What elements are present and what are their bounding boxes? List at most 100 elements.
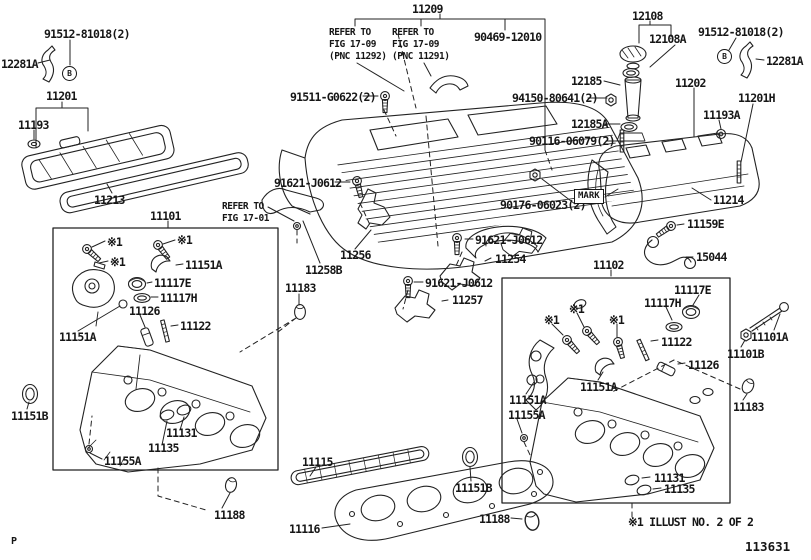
refer-note-fig1709-pnc11291: REFER TO FIG 17-09 (PNC 11291) bbox=[392, 27, 450, 62]
bolt-91511 bbox=[380, 91, 390, 114]
clamp-11151a-left bbox=[150, 254, 171, 273]
callout-91621-j0612-b: 91621-J0612 bbox=[475, 233, 543, 247]
seal-11117h-left bbox=[133, 293, 151, 303]
callout-11202: 11202 bbox=[675, 76, 706, 90]
callout-11151b-right: 11151B bbox=[455, 481, 493, 495]
callout-11101: 11101 bbox=[150, 209, 181, 223]
callout-12281a-left: 12281A bbox=[1, 57, 39, 71]
bracket-11256 bbox=[357, 188, 391, 230]
plug-11131-right bbox=[624, 474, 640, 486]
callout-11193a: 11193A bbox=[703, 108, 741, 122]
plug-11135-left bbox=[159, 409, 175, 421]
stud-11122-right bbox=[636, 338, 650, 362]
star-note-left-2: ※1 bbox=[177, 233, 193, 247]
callout-11188-left: 11188 bbox=[214, 508, 245, 522]
callout-90176-06023: 90176-06023(2) bbox=[500, 198, 587, 212]
pin-11155a-right bbox=[519, 433, 529, 443]
footnote-illust-no: ※1 ILLUST NO. 2 OF 2 bbox=[628, 515, 754, 529]
detail-box-11102 bbox=[501, 277, 731, 504]
stud-11201h bbox=[736, 160, 742, 184]
callout-12108a: 12108A bbox=[649, 32, 687, 46]
clamp-11151a-right bbox=[594, 357, 615, 376]
callout-12185a: 12185A bbox=[571, 117, 609, 131]
callout-90469-12010: 90469-12010 bbox=[474, 30, 542, 44]
callout-11116: 11116 bbox=[289, 522, 320, 536]
callout-15044: 15044 bbox=[696, 250, 727, 264]
plug-11188-right bbox=[523, 510, 541, 532]
nut-11101b bbox=[740, 328, 752, 342]
cylinder-head-left-drawing bbox=[71, 269, 267, 473]
fastener-symbol-b-left: B bbox=[62, 66, 77, 81]
callout-11117e-right: 11117E bbox=[674, 283, 712, 297]
callout-91621-j0612-c: 91621-J0612 bbox=[425, 276, 493, 290]
valve-cover-left-drawing bbox=[21, 124, 249, 214]
valve-cover-right-drawing bbox=[587, 132, 760, 235]
sleeve-11126-left bbox=[139, 326, 155, 348]
callout-11131-right: 11131 bbox=[654, 471, 685, 485]
callout-11254: 11254 bbox=[495, 252, 526, 266]
fastener-symbol-b-right: B bbox=[717, 49, 732, 64]
callout-11201: 11201 bbox=[46, 89, 77, 103]
callout-11258b: 11258B bbox=[305, 263, 343, 277]
callout-91621-j0612-a: 91621-J0612 bbox=[274, 176, 342, 190]
gasket-11115-drawing bbox=[290, 446, 430, 486]
plug-11183-right bbox=[739, 376, 757, 396]
star-note-right-2: ※1 bbox=[544, 313, 560, 327]
callout-11117h-right: 11117H bbox=[644, 296, 682, 310]
callout-11131-left: 11131 bbox=[166, 426, 197, 440]
callout-11209: 11209 bbox=[412, 2, 443, 16]
star-note-right-3: ※1 bbox=[609, 313, 625, 327]
callout-11155a-left: 11155A bbox=[104, 454, 142, 468]
gasket-11116-drawing bbox=[334, 460, 554, 541]
wire-clip-12281a-right bbox=[739, 41, 754, 79]
callout-11151a-left-2: 11151A bbox=[59, 330, 97, 344]
cylinder-head-right-drawing bbox=[525, 299, 715, 503]
bracket-11254 bbox=[439, 257, 481, 291]
callout-11155a-right: 11155A bbox=[508, 408, 546, 422]
wire-clip-12281a-left bbox=[41, 45, 56, 83]
cap-11117e-right bbox=[681, 305, 701, 319]
callout-11102: 11102 bbox=[593, 258, 624, 272]
seal-11151b-right bbox=[461, 446, 479, 468]
plug-11131-left bbox=[176, 404, 192, 416]
bolt-star-right-3 bbox=[612, 336, 628, 360]
callout-11126-left: 11126 bbox=[129, 304, 160, 318]
callout-12281a-right: 12281A bbox=[766, 54, 804, 68]
refer-note-fig1701: REFER TO FIG 17-01 bbox=[222, 201, 269, 224]
callout-94150-80641: 94150-80641(2) bbox=[512, 91, 599, 105]
callout-11188-right: 11188 bbox=[479, 512, 510, 526]
callout-11213: 11213 bbox=[94, 193, 125, 207]
callout-11183-left: 11183 bbox=[285, 281, 316, 295]
callout-11122-right: 11122 bbox=[661, 335, 692, 349]
construction-lines bbox=[88, 33, 741, 523]
star-note-right-1: ※1 bbox=[569, 302, 585, 316]
star-note-left-3: ※1 bbox=[110, 255, 126, 269]
callout-91512-81018-left: 91512-81018(2) bbox=[44, 27, 131, 41]
callout-11183-right: 11183 bbox=[733, 400, 764, 414]
callout-11151a-left-1: 11151A bbox=[185, 258, 223, 272]
detail-box-11101 bbox=[52, 227, 279, 471]
star-note-left-1: ※1 bbox=[107, 235, 123, 249]
bolt-star-right-1 bbox=[580, 324, 602, 347]
callout-11101b: 11101B bbox=[727, 347, 765, 361]
cap-11117e-left bbox=[127, 277, 147, 291]
oil-filler-cap-drawing bbox=[605, 45, 647, 153]
plug-11183-left bbox=[294, 304, 306, 320]
callout-11115: 11115 bbox=[302, 455, 333, 469]
bolt-91621-c bbox=[403, 276, 413, 299]
callout-11101a: 11101A bbox=[751, 330, 789, 344]
bracket-91621-upper bbox=[500, 227, 538, 258]
callout-12185: 12185 bbox=[571, 74, 602, 88]
grommet-11193a bbox=[715, 128, 727, 140]
pin-star-left-3 bbox=[93, 261, 106, 270]
callout-11117h-left: 11117H bbox=[160, 291, 198, 305]
bolt-11159e bbox=[654, 219, 678, 240]
callout-11135-left: 11135 bbox=[148, 441, 179, 455]
callout-91511-g0622: 91511-G0622(2) bbox=[290, 90, 377, 104]
pcv-hose-90469 bbox=[429, 75, 469, 94]
plug-11135-right bbox=[636, 484, 652, 496]
plug-11188-left bbox=[223, 476, 239, 494]
callout-11135-right: 11135 bbox=[664, 482, 695, 496]
bracket-11257 bbox=[394, 289, 436, 323]
